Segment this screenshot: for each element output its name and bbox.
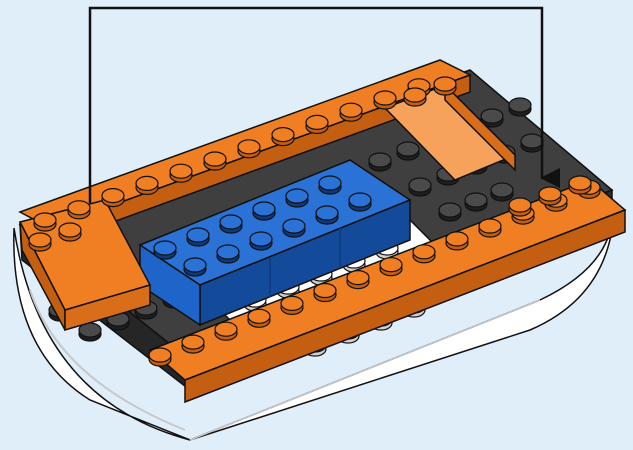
gray-stud: [397, 142, 419, 160]
blue-stud: [220, 215, 242, 233]
orange-stud: [539, 187, 561, 205]
orange-stud: [413, 245, 435, 263]
blue-stud: [319, 176, 341, 194]
orange-stud: [59, 223, 81, 241]
orange-stud: [446, 232, 468, 250]
orange-stud: [404, 88, 426, 106]
orange-stud: [340, 103, 362, 121]
blue-stud: [283, 219, 305, 237]
gray-stud: [465, 193, 487, 211]
orange-stud: [34, 213, 56, 231]
gray-stud: [409, 178, 431, 196]
orange-stud: [314, 284, 336, 302]
gray-stud: [521, 134, 543, 152]
orange-stud: [509, 198, 531, 216]
gray-stud: [369, 153, 391, 171]
blue-stud: [250, 232, 272, 250]
orange-stud: [569, 176, 591, 194]
blue-stud: [217, 245, 239, 263]
orange-stud: [215, 322, 237, 340]
orange-stud: [347, 271, 369, 289]
orange-stud: [149, 348, 171, 366]
gray-stud: [491, 183, 513, 201]
orange-stud: [182, 335, 204, 353]
orange-stud: [248, 309, 270, 327]
orange-stud: [306, 115, 328, 133]
gray-stud: [509, 98, 531, 116]
orange-stud: [238, 140, 260, 158]
blue-stud: [349, 193, 371, 211]
orange-stud: [170, 164, 192, 182]
orange-stud: [374, 91, 396, 109]
blue-stud: [286, 189, 308, 207]
orange-stud: [479, 219, 501, 237]
orange-stud: [204, 152, 226, 170]
orange-stud: [281, 296, 303, 314]
gray-stud: [439, 203, 461, 221]
orange-stud: [272, 128, 294, 146]
blue-stud: [316, 206, 338, 224]
orange-stud: [102, 189, 124, 207]
orange-stud: [68, 201, 90, 219]
blue-stud: [184, 258, 206, 276]
orange-stud: [434, 77, 456, 95]
gray-stud: [79, 323, 101, 341]
blue-stud: [253, 202, 275, 220]
orange-stud: [136, 176, 158, 194]
blue-stud: [187, 228, 209, 246]
orange-stud: [380, 258, 402, 276]
blue-stud: [154, 241, 176, 259]
orange-stud: [29, 233, 51, 251]
